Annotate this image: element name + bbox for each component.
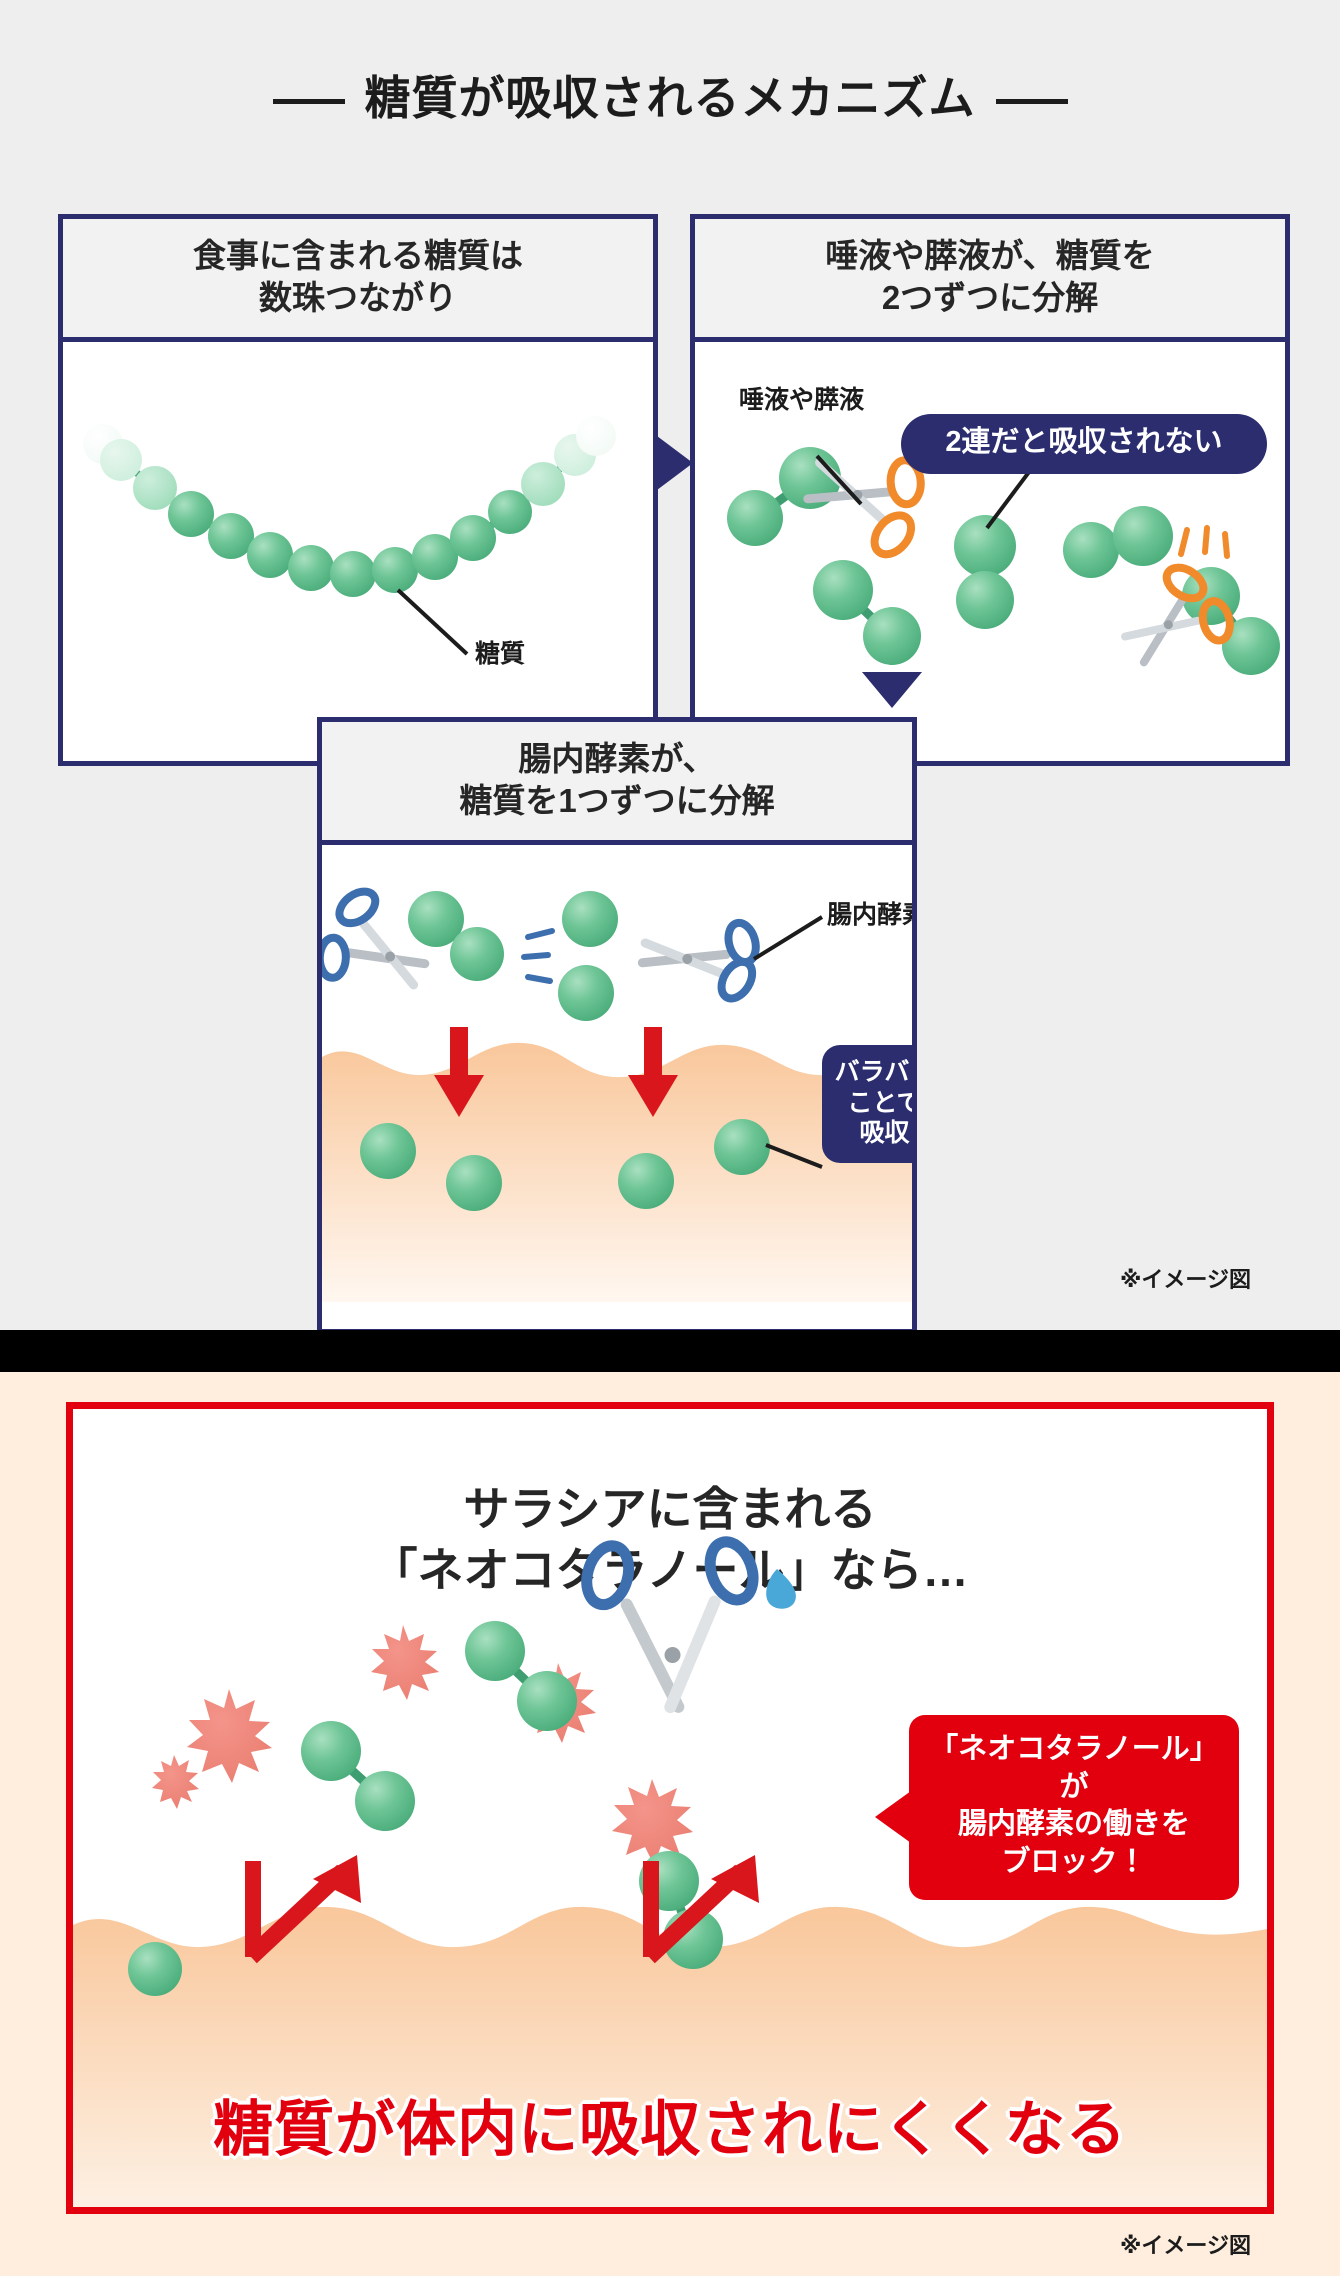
sugar-label: 糖質 (475, 640, 526, 669)
title-rule-left (272, 99, 345, 105)
neokotalanol-particle-blocked (612, 1779, 693, 1865)
footnote-bottom: ※イメージ図 (1120, 2233, 1251, 2258)
salacia-block-illustration (73, 1536, 1267, 2207)
gut-wall (322, 1043, 912, 1303)
disaccharide-illustration (727, 447, 1280, 676)
molecule-absorbed (618, 1153, 674, 1210)
panel-step-1-heading-line-2: 数珠つながり (259, 279, 457, 317)
sweat-drop-icon (766, 1569, 796, 1609)
cut-spark-icon (521, 928, 555, 985)
panel-step-2: 唾液や膵液が、糖質を 2つずつに分解 (690, 214, 1290, 766)
molecule-single (562, 891, 618, 948)
panel-step-3-heading-line-2: 糖質を1つずつに分解 (459, 782, 775, 820)
badge-absorbed-into-body: バラバラになる ことで体内に 吸収される (822, 1045, 912, 1163)
cut-spark-icon (1178, 525, 1230, 560)
intestinal-enzyme-label: 腸内酵素 (827, 901, 912, 930)
panel-step-3-body: 腸内酵素 バラバラになる ことで体内に 吸収される (322, 845, 912, 1303)
badge-absorbed-line-3: 吸収される (859, 1119, 912, 1148)
callout-line-2: 腸内酵素の働きを (957, 1808, 1190, 1841)
panel-step-2-heading-line-1: 唾液や膵液が、糖質を (825, 237, 1155, 274)
scissors-blue-icon (637, 919, 760, 1003)
molecule-absorbed (714, 1119, 770, 1176)
panel-step-3-heading-line-1: 腸内酵素が、 (518, 740, 716, 777)
badge-absorbed-line-1: バラバラになる (834, 1058, 912, 1087)
badge-not-absorbed: 2連だと吸収されない (901, 414, 1267, 474)
neokotalanol-callout: 「ネオコタラノール」が 腸内酵素の働きを ブロック！ (875, 1715, 1239, 1900)
footnote-top: ※イメージ図 (1120, 1267, 1251, 1292)
page-title-text: 糖質が吸収されるメカニズム (364, 72, 976, 124)
salacia-title-line-2: 「ネオコタラノール」なら… (371, 1544, 969, 1597)
absorption-arrow-icon (628, 1027, 678, 1118)
scissors-blue-icon (322, 888, 430, 990)
scissors-blue-icon (581, 1536, 759, 1714)
panel-step-2-body: 唾液や膵液 2連だと吸収されない (695, 342, 1285, 735)
molecule-pair (408, 891, 504, 982)
salacia-title-line-1: サラシアに含まれる (463, 1483, 877, 1535)
molecule-single (558, 965, 614, 1022)
badge-absorbed-line-2: ことで体内に (847, 1088, 912, 1117)
panel-step-1: 食事に含まれる糖質は 数珠つながり (58, 214, 658, 766)
panel-step-2-heading: 唾液や膵液が、糖質を 2つずつに分解 (695, 219, 1285, 343)
blocked-arrow-icon (245, 1855, 361, 1964)
molecule-single (128, 1942, 182, 1996)
molecule-pair (465, 1621, 577, 1731)
callout-line-1: 「ネオコタラノール」が (929, 1733, 1219, 1803)
panel-step-2-heading-line-2: 2つずつに分解 (881, 279, 1099, 317)
saliva-pancreatic-label: 唾液や膵液 (739, 386, 865, 415)
salacia-banner-text: 糖質が体内に吸収されにくくなる (213, 2096, 1127, 2163)
salacia-panel: サラシアに含まれる 「ネオコタラノール」なら… (66, 1402, 1274, 2214)
panel-step-3-heading: 腸内酵素が、 糖質を1つずつに分解 (322, 722, 912, 846)
arrow-panel2-to-panel3-icon (862, 672, 922, 708)
molecule-absorbed (446, 1155, 502, 1212)
intestinal-absorption-illustration (322, 888, 912, 1303)
neokotalanol-particle (371, 1625, 439, 1700)
section-divider-bar (0, 1330, 1340, 1372)
molecule-absorbed (360, 1123, 416, 1180)
panel-step-1-heading: 食事に含まれる糖質は 数珠つながり (63, 219, 653, 343)
callout-line-3: ブロック！ (1001, 1846, 1147, 1879)
panel-step-3: 腸内酵素が、 糖質を1つずつに分解 (317, 717, 917, 1334)
sugar-chain-illustration (83, 416, 616, 656)
neokotalanol-particle (152, 1755, 199, 1809)
molecule-pair (954, 515, 1016, 630)
page-title: 糖質が吸収されるメカニズム (0, 62, 1340, 128)
gut-wall (73, 1906, 1267, 2207)
molecule-pair (301, 1721, 415, 1831)
title-rule-right (995, 99, 1068, 105)
scissors-orange-icon (1121, 564, 1234, 667)
molecule-pair (1063, 506, 1173, 579)
panel-step-1-heading-line-1: 食事に含まれる糖質は (193, 237, 523, 274)
salacia-title: サラシアに含まれる 「ネオコタラノール」なら… (73, 1479, 1267, 1601)
molecule-pair (813, 560, 921, 666)
blocked-arrow-icon (643, 1855, 759, 1964)
mechanism-section: 糖質が吸収されるメカニズム 食事に含まれる糖質は 数珠つながり (0, 0, 1340, 1334)
arrow-panel1-to-panel2-icon (657, 436, 693, 490)
neokotalanol-particle (187, 1689, 272, 1783)
absorption-arrow-icon (434, 1027, 484, 1118)
panel-step-1-body: 糖質 (63, 342, 653, 735)
